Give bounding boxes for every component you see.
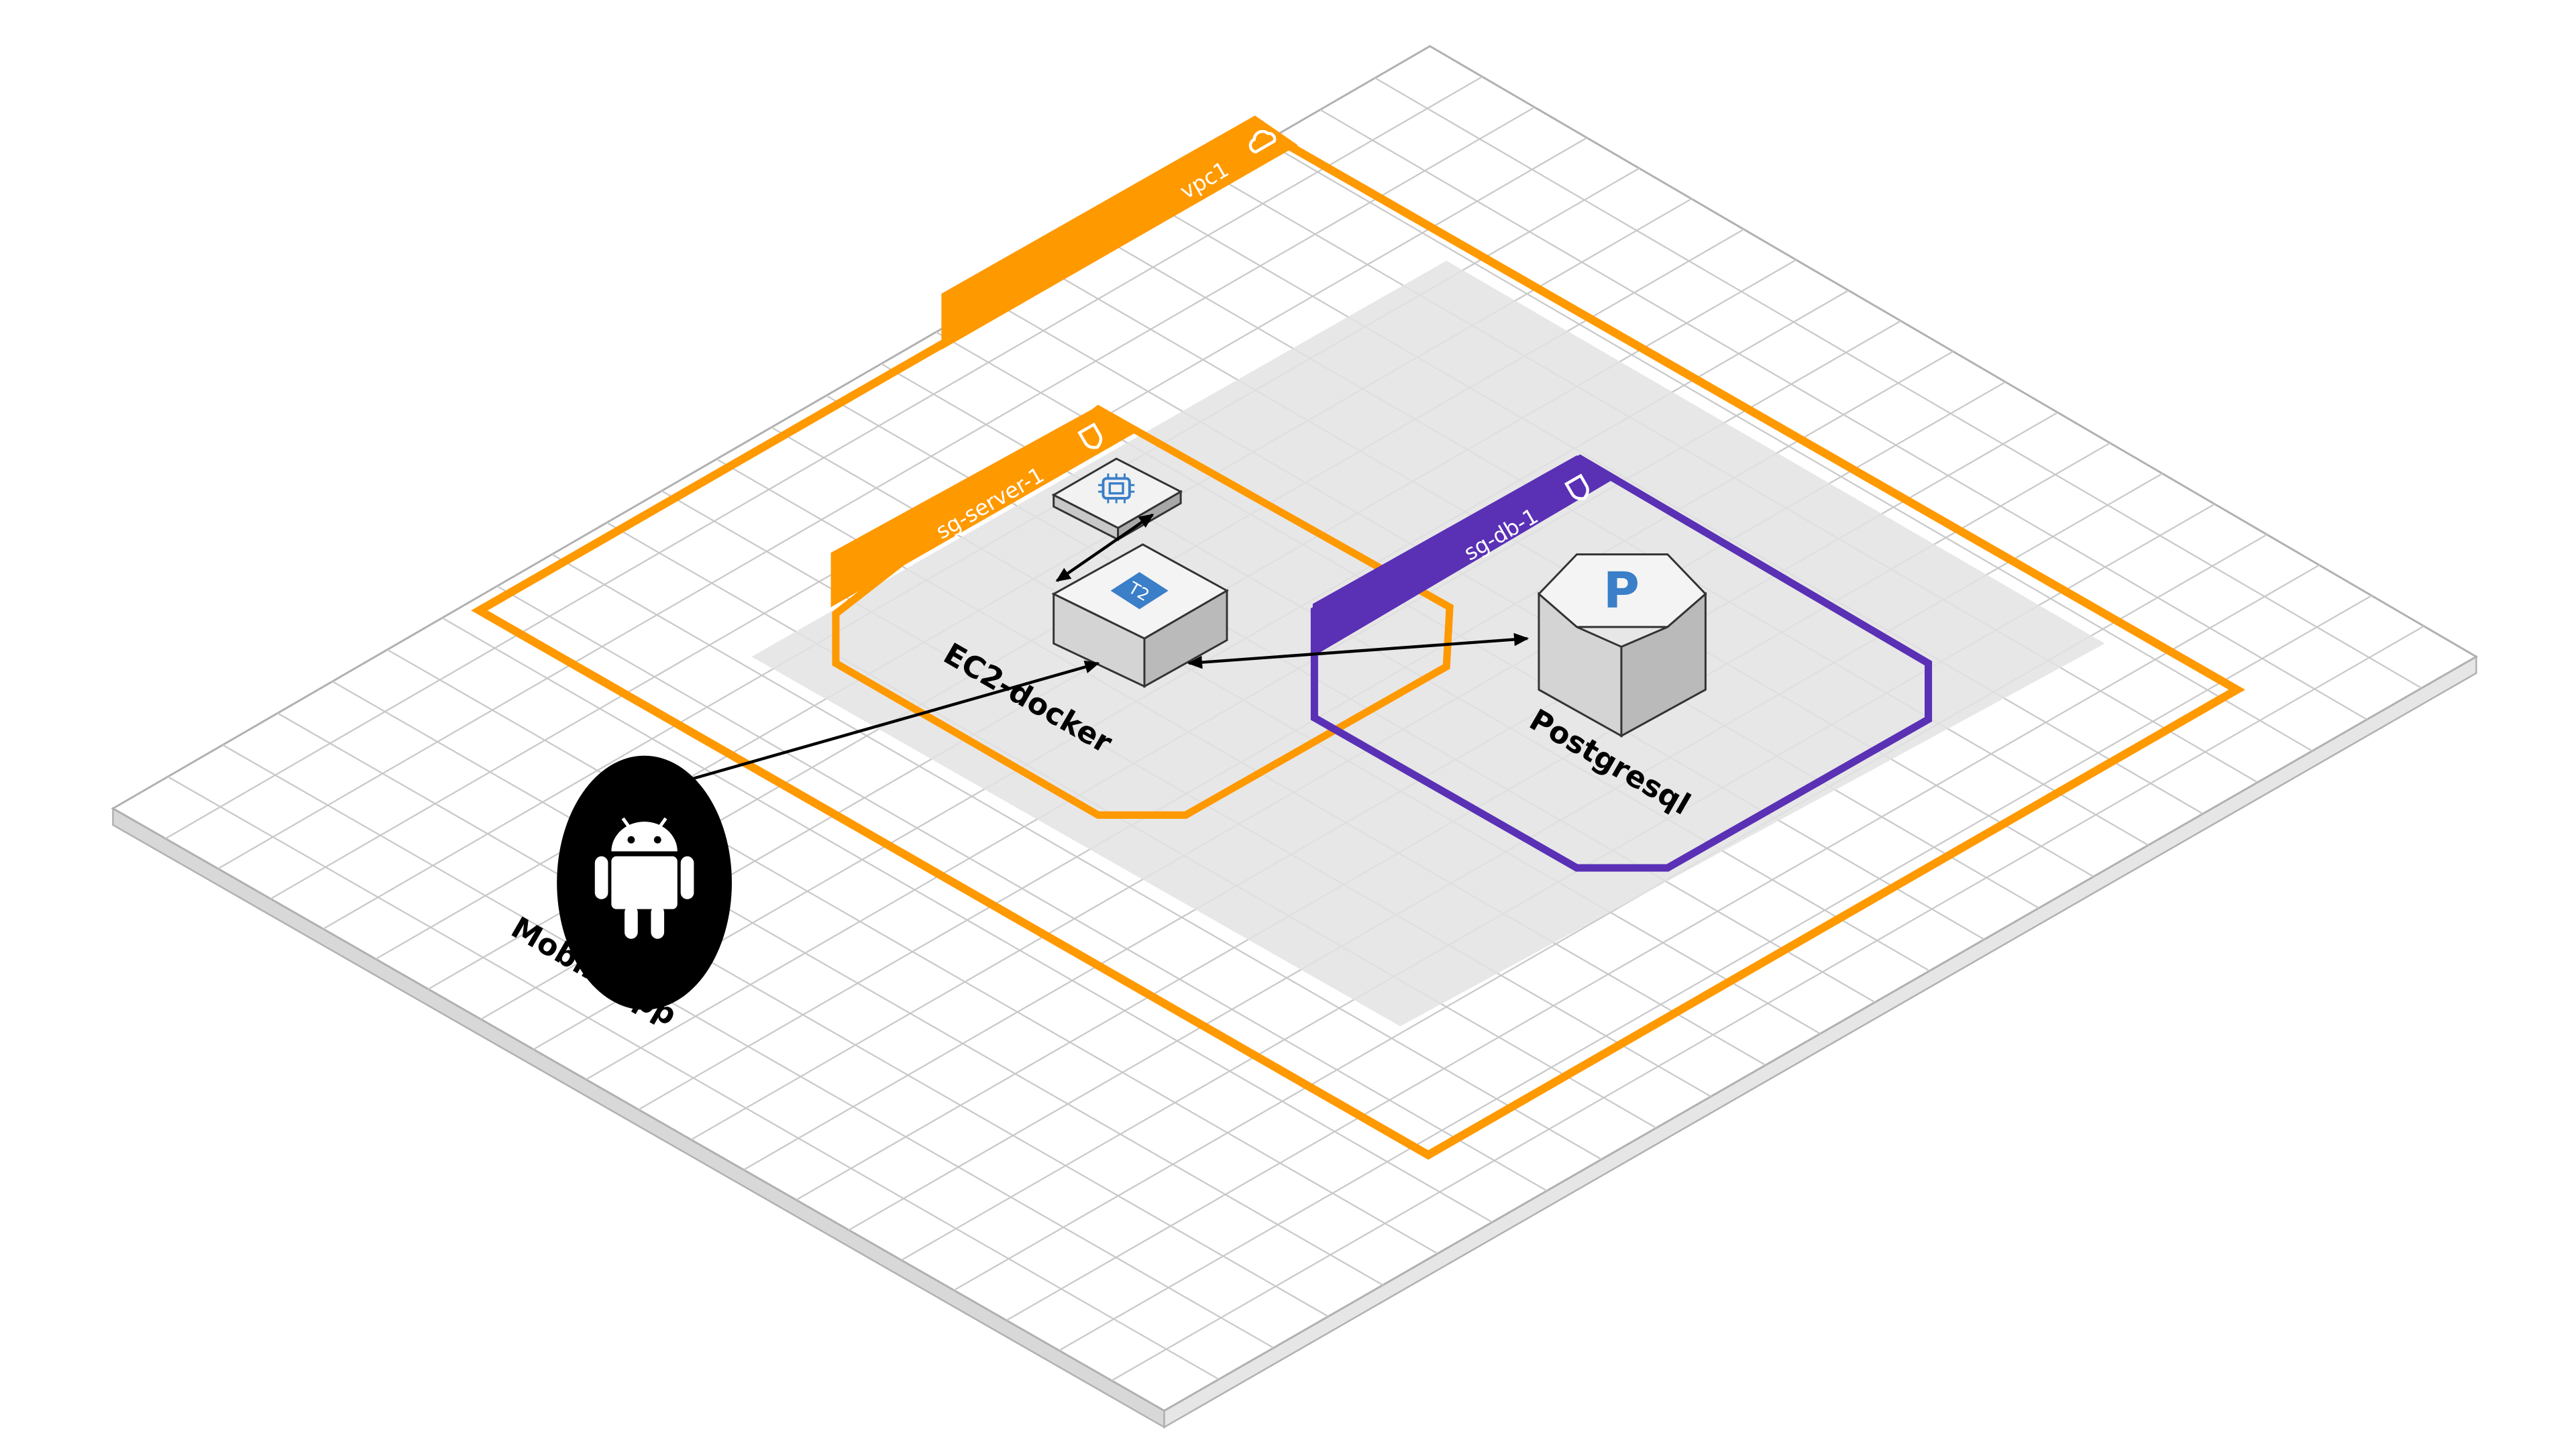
- edge-ec2-chip: [1055, 513, 1155, 582]
- edge-ec2-db: [1187, 632, 1529, 669]
- cloud-icon: [1248, 129, 1277, 154]
- grid-line: [1006, 564, 2320, 1321]
- android-icon: [594, 817, 694, 939]
- sg-server-header-tab: [830, 406, 1136, 608]
- grid-line: [1059, 595, 2372, 1351]
- edge-mobile-ec2: [667, 660, 1100, 789]
- shield-icon: [1077, 422, 1103, 449]
- grid-line: [217, 106, 1536, 870]
- vpc-header-tab: [941, 115, 1298, 350]
- sg-db-header-tab: [1312, 455, 1615, 657]
- postgresql-icon: P: [1603, 561, 1640, 619]
- grid-line: [1111, 625, 2424, 1382]
- sg-db-boundary: [1310, 454, 1933, 872]
- db-right: [1620, 592, 1707, 738]
- shield-icon: [1564, 473, 1589, 500]
- processor-chip-icon: [1098, 473, 1135, 504]
- grid-line: [165, 76, 1483, 840]
- ec2-instance-icon: T2: [1110, 572, 1169, 610]
- edges: [667, 513, 1529, 789]
